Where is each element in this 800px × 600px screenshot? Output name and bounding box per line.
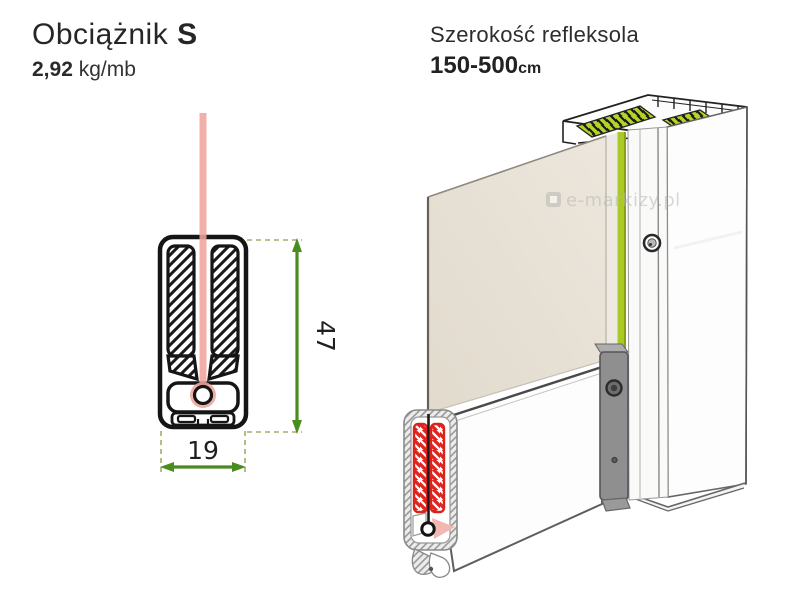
fabric-panel	[426, 135, 607, 414]
weight-bar	[430, 365, 603, 573]
weight-bar-end-view	[403, 409, 458, 578]
watermark-logo-icon	[546, 192, 561, 207]
watermark-text: e-markizy.pl	[566, 190, 681, 211]
product-header: Obciążnik S 2,92 kg/mb	[32, 18, 198, 82]
weight-value: 2,92	[32, 58, 73, 81]
zip-strip	[616, 132, 626, 356]
rail-groove	[627, 126, 669, 501]
dimension-height: 47	[292, 238, 340, 434]
dimension-width-label: 19	[187, 436, 219, 465]
product-name: Obciążnik	[32, 18, 169, 51]
rail-top-green-insert	[575, 105, 657, 138]
end-connector	[594, 343, 631, 512]
dimension-width: 19	[160, 436, 246, 472]
keder-bead-3d	[420, 521, 436, 537]
weight-cross-section-diagram: 47 19	[157, 113, 340, 474]
red-insert-right	[429, 422, 446, 514]
product-variant: S	[177, 18, 198, 51]
connector-screw	[605, 379, 623, 397]
connector-pin	[611, 456, 618, 464]
spec-label: Szerokość refleksola	[430, 22, 639, 47]
spec-range: 150-500cm	[430, 52, 639, 80]
pink-wedge	[432, 518, 455, 539]
product-title: Obciążnik S	[32, 18, 198, 52]
installation-3d-illustration: e-markizy.pl	[403, 94, 748, 578]
fabric-edge-band	[605, 133, 617, 360]
red-insert-left	[412, 422, 429, 514]
guide-rail	[627, 105, 748, 512]
watermark: e-markizy.pl	[546, 190, 681, 211]
keder-bead	[192, 384, 214, 406]
spec-header: Szerokość refleksola 150-500cm	[430, 22, 639, 80]
dimension-height-label: 47	[311, 320, 340, 352]
product-weight: 2,92 kg/mb	[32, 58, 198, 82]
spec-range-unit: cm	[518, 60, 542, 77]
extension-lines	[160, 239, 302, 474]
hatched-columns	[166, 244, 240, 382]
weight-unit: kg/mb	[78, 58, 136, 81]
rail-screw	[642, 233, 662, 253]
spec-range-value: 150-500	[430, 52, 519, 79]
